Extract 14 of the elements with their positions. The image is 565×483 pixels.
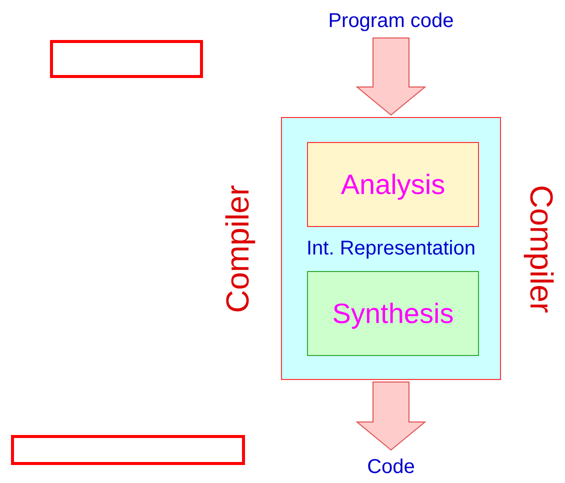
stage-box: [307, 142, 479, 227]
compiler-box: [281, 117, 501, 380]
flow-label: Code: [367, 456, 415, 478]
stage-title: Synthesis: [332, 298, 454, 330]
block-arrow: [356, 38, 426, 116]
side-label: Compiler: [220, 184, 256, 313]
side-label: Compiler: [522, 184, 560, 313]
stage-box: [307, 271, 479, 356]
empty-box: [50, 40, 203, 78]
text-label: Int. Representation: [306, 238, 476, 260]
stage-title: Analysis: [340, 168, 446, 200]
empty-box: [11, 435, 245, 465]
flow-label: Program code: [328, 10, 454, 32]
block-arrow: [356, 382, 426, 451]
